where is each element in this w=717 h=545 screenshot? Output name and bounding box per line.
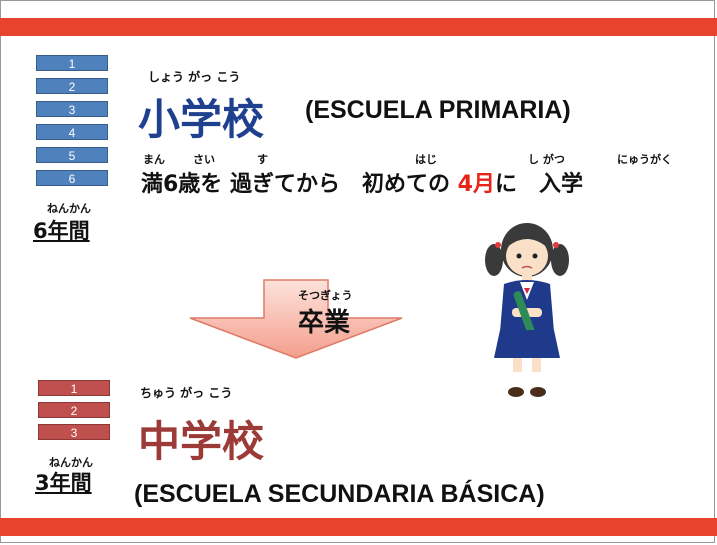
secondary-years-label: 3年間 xyxy=(35,471,92,495)
ruby-shigatsu: し がつ xyxy=(528,153,565,166)
top-red-band xyxy=(0,18,717,36)
primary-sentence-month: 4月 xyxy=(457,172,495,197)
arrow-label: 卒業 xyxy=(298,308,351,338)
secondary-grade-3: 3 xyxy=(38,424,110,440)
graduation-arrow-icon xyxy=(189,279,403,359)
ruby-nyuugaku: にゅうがく xyxy=(617,153,672,166)
primary-years-label: 6年間 xyxy=(33,219,90,243)
primary-title: 小学校 xyxy=(138,95,265,144)
secondary-years-ruby: ねんかん xyxy=(49,456,93,469)
primary-sentence-part2: に 入学 xyxy=(494,172,583,197)
primary-title-ruby: しょう がっ こう xyxy=(148,70,241,84)
schoolgirl-with-diploma-icon xyxy=(485,223,569,397)
primary-years-ruby: ねんかん xyxy=(47,202,91,215)
ruby-haji: はじ xyxy=(415,153,437,166)
secondary-title: 中学校 xyxy=(138,417,265,466)
primary-grade-5: 5 xyxy=(36,147,108,163)
primary-sentence-part1: 満6歳を 過ぎてから 初めての xyxy=(141,172,458,197)
primary-grade-6: 6 xyxy=(36,170,108,186)
bottom-red-band xyxy=(0,518,717,536)
primary-grade-4: 4 xyxy=(36,124,108,140)
secondary-title-ruby: ちゅう がっ こう xyxy=(140,386,233,400)
primary-title-es: (ESCUELA PRIMARIA) xyxy=(305,96,571,124)
primary-grade-1: 1 xyxy=(36,55,108,71)
secondary-title-es: (ESCUELA SECUNDARIA BÁSICA) xyxy=(134,480,545,508)
arrow-ruby: そつぎょう xyxy=(298,289,353,302)
ruby-sai: さい xyxy=(193,153,215,166)
secondary-grade-2: 2 xyxy=(38,402,110,418)
primary-sentence: 満6歳を 過ぎてから 初めての 4月に 入学 xyxy=(141,166,583,198)
primary-grade-3: 3 xyxy=(36,101,108,117)
primary-grade-2: 2 xyxy=(36,78,108,94)
ruby-su: す xyxy=(257,153,268,166)
secondary-grade-1: 1 xyxy=(38,380,110,396)
ruby-man: まん xyxy=(143,153,165,166)
